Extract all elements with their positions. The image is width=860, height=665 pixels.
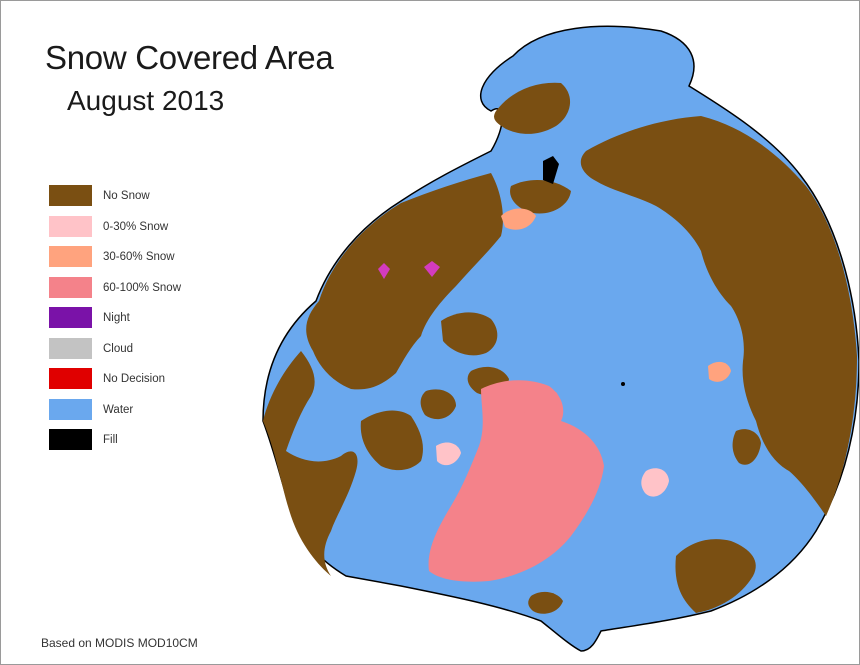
- legend-label: Cloud: [103, 342, 134, 355]
- legend-label: Water: [103, 403, 134, 416]
- land-eurasia: [580, 116, 857, 516]
- land-island-2: [420, 389, 456, 420]
- land-alaska: [263, 351, 358, 576]
- credit-text: Based on MODIS MOD10CM: [41, 636, 198, 650]
- land-arctic-archipelago: [441, 312, 498, 356]
- snow-patch-2: [708, 361, 731, 382]
- snow-patch-4: [436, 442, 461, 466]
- map-subtitle: August 2013: [67, 85, 225, 116]
- night-spot-1: [378, 263, 390, 279]
- greenland-snow: [428, 380, 604, 582]
- land-canadian-shield: [360, 410, 423, 471]
- land-north-america: [306, 173, 503, 390]
- snow-patch-3: [501, 208, 536, 230]
- legend-label: Night: [103, 312, 130, 324]
- legend-swatch: [49, 276, 92, 298]
- night-spot-2: [424, 261, 440, 277]
- map-title: Snow Covered Area: [45, 39, 334, 76]
- fill-region: [543, 156, 559, 184]
- legend-swatch: [49, 398, 92, 420]
- land-iceland: [528, 591, 563, 614]
- land-svalbard: [732, 429, 761, 465]
- land-chukotka: [510, 179, 571, 214]
- legend-label: 60-100% Snow: [103, 281, 181, 294]
- legend-swatch: [49, 337, 92, 359]
- legend-label: 30-60% Snow: [103, 251, 175, 263]
- legend-swatch: [49, 215, 92, 237]
- ellesmere-snow: [506, 384, 558, 415]
- legend-swatch: [49, 429, 92, 450]
- legend-swatch: [49, 185, 92, 206]
- land-siberia-coast: [494, 82, 571, 134]
- legend-swatch: [49, 246, 92, 267]
- legend-label: No Snow: [103, 190, 150, 202]
- snow-patch-1: [641, 468, 669, 497]
- legend-swatch: [49, 307, 92, 328]
- land-scandinavia: [675, 539, 756, 613]
- legend-label: 0-30% Snow: [103, 220, 169, 233]
- fill-dot: [621, 382, 625, 386]
- legend-label: Fill: [103, 434, 118, 446]
- legend-label: No Decision: [103, 373, 165, 385]
- legend-swatch: [49, 368, 92, 389]
